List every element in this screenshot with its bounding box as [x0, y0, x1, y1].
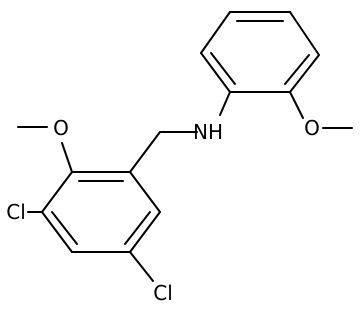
nh-label: NH	[193, 120, 223, 144]
ch2-ring-bond	[129, 131, 161, 173]
chlorine-label-lower: Cl	[153, 281, 173, 305]
methoxy-group-left	[17, 126, 73, 173]
oxygen-label-left: O	[53, 116, 69, 140]
methoxyphenyl-ring	[200, 11, 320, 93]
chloro-bond-lower	[129, 251, 154, 282]
ring-nh-bond	[219, 91, 231, 116]
methoxy-group-right	[289, 91, 353, 129]
oxygen-label-right: O	[304, 116, 320, 140]
chlorine-label-upper: Cl	[6, 200, 26, 224]
dichloromethoxyphenyl-ring	[41, 171, 161, 253]
